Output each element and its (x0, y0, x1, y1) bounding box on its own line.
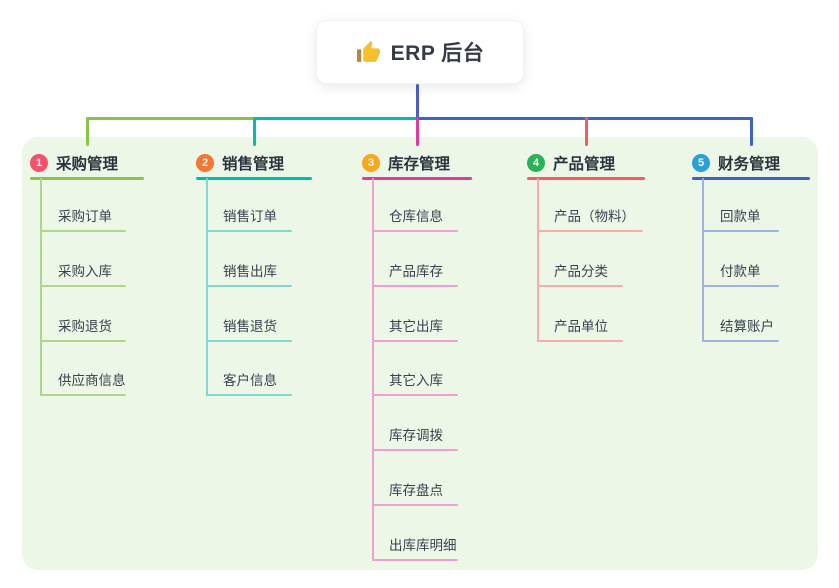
bus-segment-1 (87, 117, 256, 120)
child-underline (206, 230, 292, 232)
branch-title-1: 1 采购管理 (30, 150, 118, 176)
branch-title-2: 2 销售管理 (196, 150, 284, 176)
branch-number-badge: 4 (527, 154, 545, 172)
child-node-label: 其它出库 (389, 319, 443, 334)
child-node-label: 出库库明细 (389, 538, 457, 553)
branch-drop-line-1 (85, 117, 89, 146)
child-node-label: 销售退货 (223, 319, 277, 334)
child-underline (40, 340, 126, 342)
branch-underline-1 (30, 177, 144, 180)
branch-title-label: 产品管理 (553, 156, 616, 173)
child-node-label: 销售订单 (223, 209, 277, 224)
branch-drop-line-3 (415, 117, 419, 146)
branch-title-label: 采购管理 (56, 156, 119, 173)
branch-title-label: 财务管理 (718, 156, 781, 173)
branch-underline-5 (692, 177, 810, 180)
child-underline (372, 504, 458, 506)
branch-number-badge: 2 (196, 154, 214, 172)
child-node-label: 库存调拨 (389, 428, 443, 443)
root-node: ERP 后台 (316, 20, 524, 84)
branch-title-label: 库存管理 (388, 156, 451, 173)
child-underline (372, 340, 458, 342)
branch-underline-3 (362, 177, 472, 180)
branch-number-badge: 3 (362, 154, 380, 172)
child-underline (372, 285, 458, 287)
branch-title-5: 5 财务管理 (692, 150, 780, 176)
branch-number-badge: 1 (30, 154, 48, 172)
child-node-label: 采购订单 (58, 209, 112, 224)
child-underline (206, 340, 292, 342)
child-node-label: 供应商信息 (58, 373, 126, 388)
child-node-label: 采购入库 (58, 264, 112, 279)
branch-title-3: 3 库存管理 (362, 150, 450, 176)
child-underline (702, 230, 779, 232)
child-underline (206, 285, 292, 287)
child-node-label: 客户信息 (223, 373, 277, 388)
child-underline (372, 394, 458, 396)
branch-title-label: 销售管理 (222, 156, 285, 173)
child-underline (40, 230, 126, 232)
branch-vertical-line-1 (40, 178, 42, 396)
child-node-label: 付款单 (720, 264, 761, 279)
child-node-label: 采购退货 (58, 319, 112, 334)
child-node-label: 库存盘点 (389, 483, 443, 498)
child-underline (537, 340, 623, 342)
child-underline (372, 230, 458, 232)
child-node-label: 仓库信息 (389, 209, 443, 224)
root-connector-line (416, 84, 419, 120)
mindmap-panel (22, 137, 818, 570)
branch-underline-2 (196, 177, 312, 180)
child-node-label: 结算账户 (720, 319, 774, 334)
child-underline (40, 285, 126, 287)
child-underline (372, 449, 458, 451)
child-node-label: 其它入库 (389, 373, 443, 388)
child-underline (206, 394, 292, 396)
branch-vertical-line-5 (702, 178, 704, 342)
child-node-label: 产品（物料） (554, 209, 635, 224)
branch-vertical-line-3 (372, 178, 374, 561)
child-node-label: 产品库存 (389, 264, 443, 279)
root-node-label: ERP 后台 (390, 42, 485, 65)
branch-title-4: 4 产品管理 (527, 150, 615, 176)
branch-underline-4 (527, 177, 645, 180)
child-node-label: 产品单位 (554, 319, 608, 334)
child-node-label: 销售出库 (223, 264, 277, 279)
child-underline (702, 340, 779, 342)
branch-drop-line-5 (749, 117, 753, 146)
child-underline (40, 394, 126, 396)
child-node-label: 回款单 (720, 209, 761, 224)
branch-number-badge: 5 (692, 154, 710, 172)
branch-drop-line-2 (252, 117, 256, 146)
thumbs-up-icon (356, 40, 381, 65)
child-node-label: 产品分类 (554, 264, 608, 279)
child-underline (537, 230, 643, 232)
branch-vertical-line-2 (206, 178, 208, 396)
bus-segment-2 (254, 117, 418, 120)
child-underline (537, 285, 623, 287)
child-underline (372, 559, 458, 561)
child-underline (702, 285, 779, 287)
branch-drop-line-4 (584, 117, 588, 146)
bus-segment-3 (416, 117, 753, 120)
branch-vertical-line-4 (537, 178, 539, 342)
